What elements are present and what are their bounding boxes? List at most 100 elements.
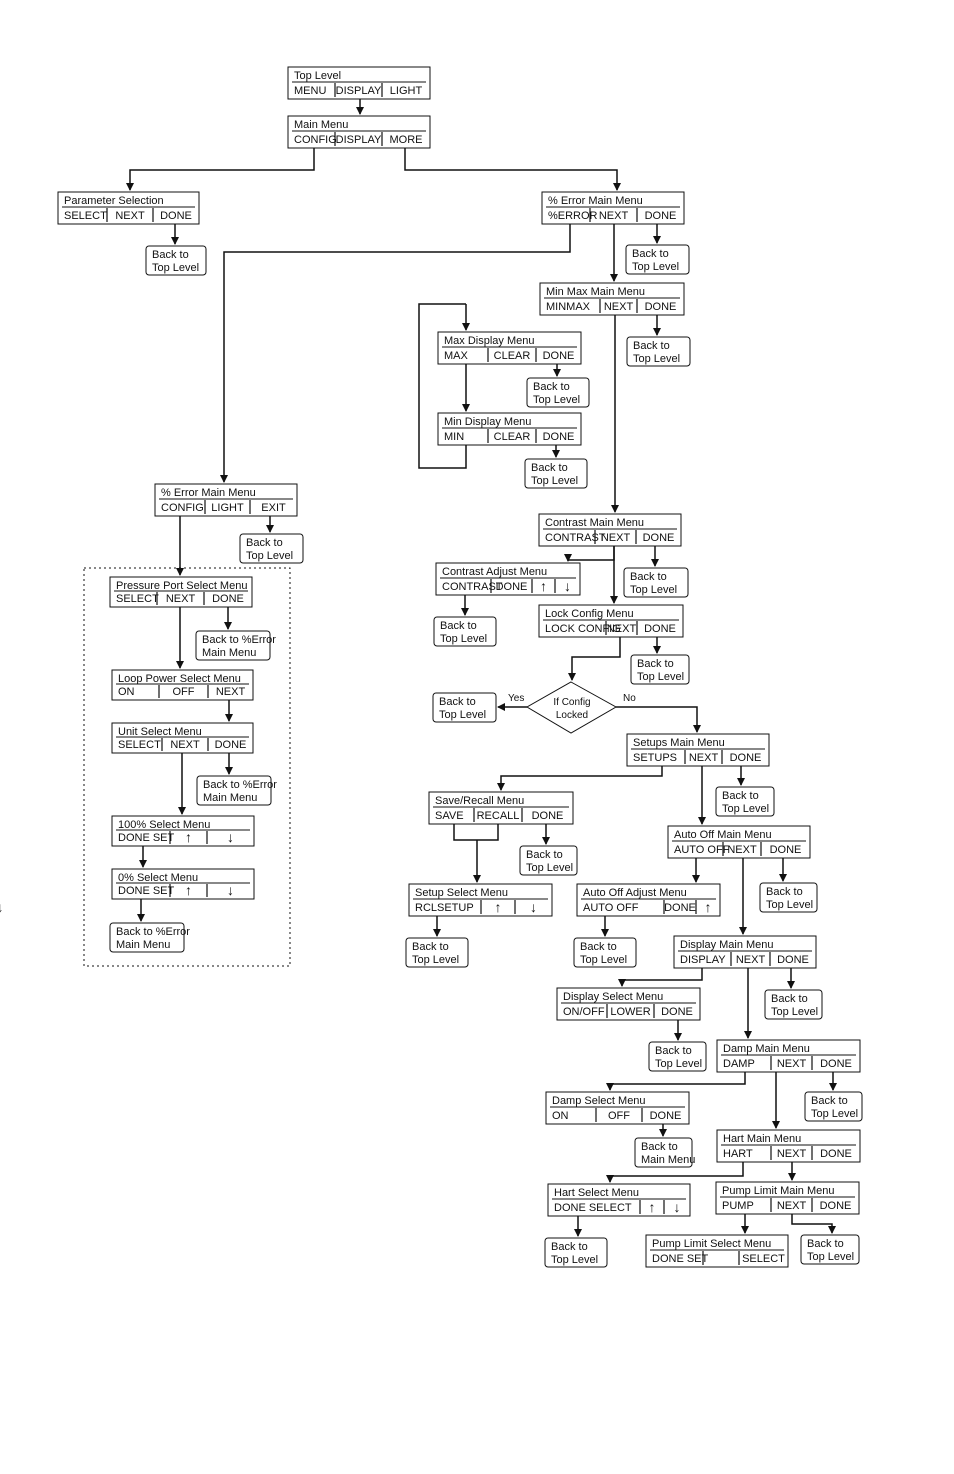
softkey-label[interactable]: CONTRAST [442,581,503,593]
softkey-label[interactable]: MENU [294,85,326,97]
softkey-label[interactable]: MINMAX [546,301,591,313]
softkey-label[interactable]: NEXT [689,752,719,764]
softkey-label[interactable]: DONE [645,301,677,313]
softkey-label[interactable]: DONE [643,532,675,544]
softkey-label[interactable]: NEXT [601,532,631,544]
softkey-label[interactable]: CLEAR [494,431,531,443]
softkey-label[interactable]: MAX [444,350,469,362]
softkey-label[interactable]: DISPLAY [680,954,726,966]
down-arrow-icon[interactable]: ↓ [674,1199,681,1215]
softkey-label[interactable]: NEXT [607,623,637,635]
up-arrow-icon[interactable]: ↑ [649,1199,656,1215]
softkey-label[interactable]: NEXT [727,844,757,856]
softkey-label[interactable]: MIN [444,431,464,443]
softkey-label[interactable]: DONE [212,593,244,605]
softkey-label[interactable]: DONE [650,1110,682,1122]
down-arrow-icon[interactable]: ↓ [227,882,234,898]
softkey-label[interactable]: DONE [644,623,676,635]
up-arrow-icon[interactable]: ↑ [540,578,547,594]
softkey-label[interactable]: CONTRAST [545,532,606,544]
softkey-label[interactable]: SELECT [64,210,107,222]
softkey-label[interactable]: OFF [608,1110,630,1122]
softkey-label[interactable]: HART [723,1148,753,1160]
softkey-label[interactable]: ON [118,686,135,698]
softkey-label[interactable]: OFF [173,686,195,698]
softkey-label[interactable]: DONE [770,844,802,856]
softkey-label[interactable]: DONE SET [652,1253,709,1265]
softkey-label[interactable]: DONE [730,752,762,764]
down-arrow-icon[interactable]: ↓ [530,899,537,915]
softkey-label[interactable]: DONE [777,954,809,966]
softkey-label[interactable]: DAMP [723,1058,755,1070]
softkey-label[interactable]: RECALL [477,810,520,822]
up-arrow-icon[interactable]: ↑ [185,829,192,845]
softkey-label[interactable]: DONE SET [118,885,175,897]
softkey-label[interactable]: CONFIG [161,502,204,514]
softkey-label[interactable]: NEXT [115,210,145,222]
softkey-label[interactable]: CONFIG [294,134,337,146]
softkey-label[interactable]: NEXT [777,1058,807,1070]
softkey-label[interactable]: DONE [543,431,575,443]
down-arrow-icon[interactable]: ↓ [0,899,4,915]
softkey-label[interactable]: DONE [645,210,677,222]
softkey-label[interactable]: AUTO OFF [674,844,730,856]
softkey-label[interactable]: DISPLAY [336,85,382,97]
softkey-label[interactable]: NEXT [736,954,766,966]
up-arrow-icon[interactable]: ↑ [495,899,502,915]
softkey-label[interactable]: LIGHT [390,85,423,97]
softkey-label[interactable]: DONE [215,739,247,751]
softkey-label[interactable]: NEXT [604,301,634,313]
softkey-label[interactable]: SAVE [435,810,464,822]
softkey-label[interactable]: PUMP [722,1200,754,1212]
down-arrow-icon[interactable]: ↓ [564,578,571,594]
softkey-label[interactable]: DONE SELECT [554,1202,632,1214]
softkey-label[interactable]: EXIT [261,502,286,514]
softkey-label[interactable]: DONE [496,581,528,593]
softkey-label[interactable]: NEXT [216,686,246,698]
softkey-label[interactable]: CLEAR [494,350,531,362]
softkey-label[interactable]: SELECT [742,1253,785,1265]
softkey-label[interactable]: DONE [664,902,696,914]
softkey-label[interactable]: NEXT [170,739,200,751]
down-arrow-icon[interactable]: ↓ [227,829,234,845]
softkey-label[interactable]: ON [552,1110,569,1122]
softkey-label[interactable]: DONE [532,810,564,822]
up-arrow-icon[interactable]: ↑ [705,899,712,915]
